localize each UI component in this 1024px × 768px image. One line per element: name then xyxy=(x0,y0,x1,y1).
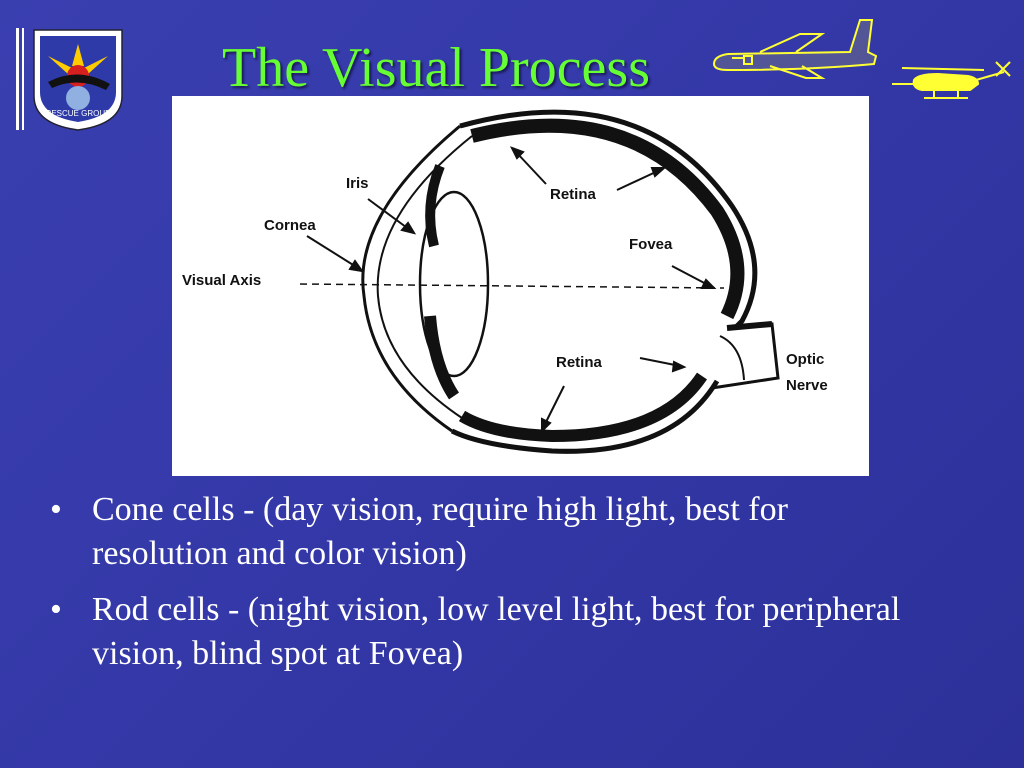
bullet-text: Cone cells - (day vision, require high l… xyxy=(92,491,788,572)
label-retina-bottom: Retina xyxy=(556,354,603,371)
slide-title: The Visual Process xyxy=(222,37,650,99)
label-cornea: Cornea xyxy=(264,217,316,234)
bullet-cone-cells: • Cone cells - (day vision, require high… xyxy=(50,488,910,576)
bullet-marker: • xyxy=(50,491,62,528)
transport-plane-icon xyxy=(712,19,878,79)
label-nerve: Nerve xyxy=(786,377,828,394)
label-iris: Iris xyxy=(346,175,369,192)
left-accent-bar xyxy=(16,28,19,130)
bullet-marker: • xyxy=(50,591,62,628)
eye-diagram: Iris Cornea Visual Axis Retina Fovea Ret… xyxy=(172,96,869,476)
emblem-text: RESCUE GROUP xyxy=(46,109,111,118)
left-accent-bar-thin xyxy=(22,28,24,130)
eye-diagram-svg: Iris Cornea Visual Axis Retina Fovea Ret… xyxy=(182,109,828,454)
label-visual-axis: Visual Axis xyxy=(182,272,261,289)
label-retina-top: Retina xyxy=(550,186,597,203)
bullet-list: • Cone cells - (day vision, require high… xyxy=(50,488,910,688)
label-optic: Optic xyxy=(786,351,824,368)
rescue-group-emblem: RESCUE GROUP xyxy=(33,29,123,131)
bullet-rod-cells: • Rod cells - (night vision, low level l… xyxy=(50,588,910,676)
label-fovea: Fovea xyxy=(629,236,673,253)
bullet-text: Rod cells - (night vision, low level lig… xyxy=(92,591,901,672)
helicopter-icon xyxy=(892,61,1011,99)
